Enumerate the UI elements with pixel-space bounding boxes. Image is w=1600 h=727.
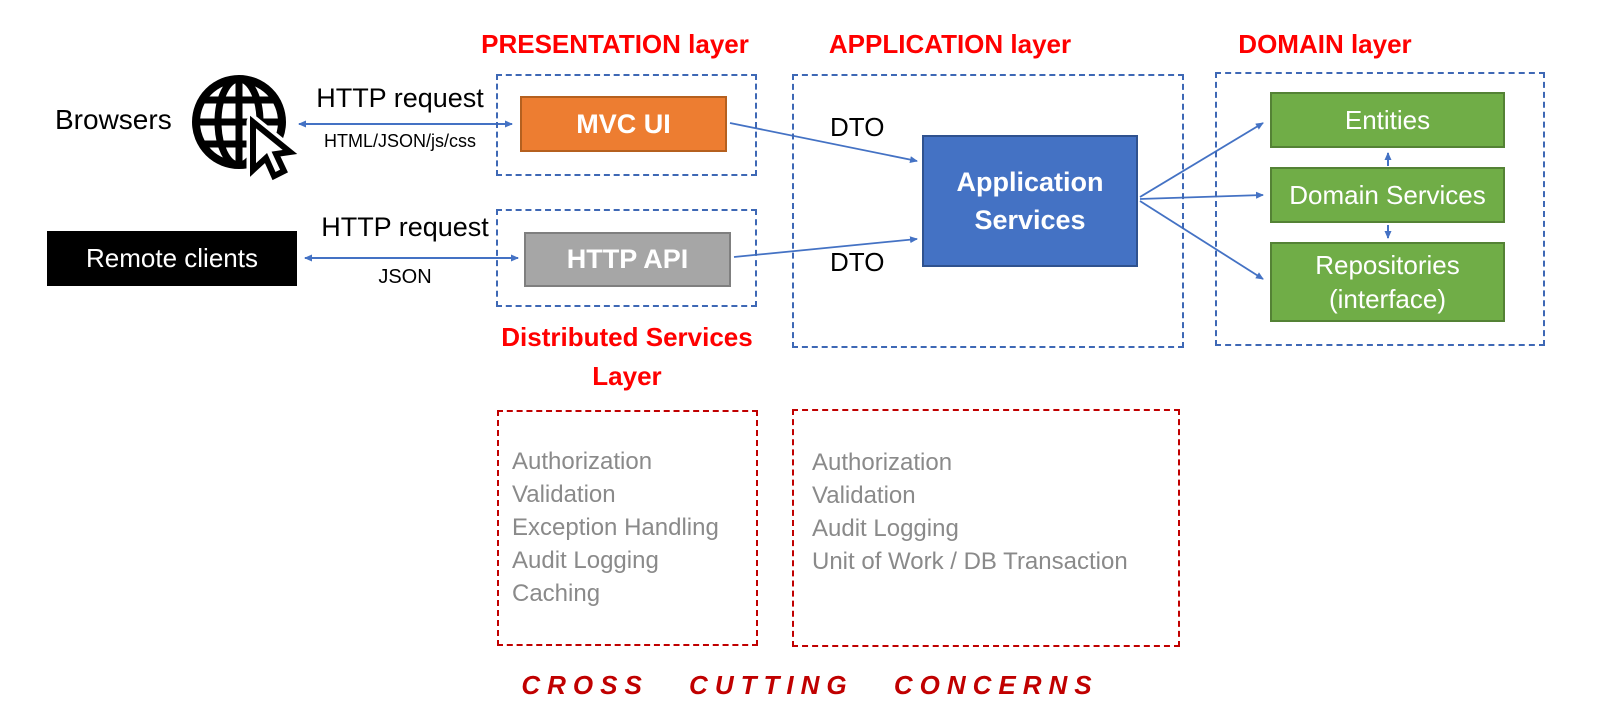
http-api-box: HTTP API [524, 232, 731, 287]
concern-item: Authorization [812, 449, 953, 476]
application-services-line1: Application [956, 167, 1104, 197]
repositories-line1: Repositories [1315, 250, 1460, 280]
concern-item: Caching [512, 580, 601, 607]
concern-item: Validation [812, 482, 916, 509]
application-layer-title: APPLICATION layer [828, 29, 1072, 59]
browsers-label: Browsers [55, 104, 172, 135]
distributed-services-title-line2: Layer [592, 361, 662, 391]
presentation-layer-title: PRESENTATION layer [481, 29, 749, 59]
dto-bottom-label: DTO [830, 247, 885, 277]
concern-item: Validation [512, 481, 616, 508]
domain-services-box: Domain Services [1270, 167, 1505, 223]
application-concerns-list: Authorization Validation Audit Logging U… [812, 446, 1128, 578]
globe-browser-icon [192, 75, 298, 183]
distributed-services-dashed-box [496, 209, 757, 307]
domain-layer-title: DOMAIN layer [1238, 29, 1412, 59]
domain-layer-dashed-box [1215, 72, 1545, 346]
dto-top-label: DTO [830, 112, 885, 142]
concern-item: Unit of Work / DB Transaction [812, 548, 1128, 575]
concern-item: Audit Logging [512, 547, 659, 574]
repositories-box: Repositories (interface) [1270, 242, 1505, 322]
cursor-icon [250, 115, 298, 181]
remote-clients-box: Remote clients [47, 231, 297, 286]
concern-item: Audit Logging [812, 515, 959, 542]
application-services-box: Application Services [922, 135, 1138, 267]
http-payload-top-label: HTML/JSON/js/css [323, 131, 476, 151]
http-payload-bottom-label: JSON [378, 266, 432, 288]
repositories-line2: (interface) [1328, 284, 1447, 314]
http-request-top-label: HTTP request [316, 83, 484, 113]
presentation-concerns-dashed-box [497, 410, 758, 646]
presentation-concerns-list: Authorization Validation Exception Handl… [512, 445, 719, 610]
cross-cutting-concerns-footer: CROSS CUTTING CONCERNS [521, 670, 1099, 700]
concern-item: Authorization [512, 448, 653, 475]
distributed-services-title-line1: Distributed Services [501, 322, 753, 352]
application-concerns-dashed-box [792, 409, 1180, 647]
application-layer-dashed-box [792, 74, 1184, 348]
presentation-mvc-dashed-box [496, 74, 757, 176]
http-request-bottom-label: HTTP request [321, 212, 489, 242]
application-services-line2: Services [974, 205, 1086, 235]
concern-item: Exception Handling [512, 514, 719, 541]
mvc-ui-box: MVC UI [520, 96, 727, 152]
entities-box: Entities [1270, 92, 1505, 148]
distributed-services-title: Distributed Services Layer [477, 318, 777, 396]
